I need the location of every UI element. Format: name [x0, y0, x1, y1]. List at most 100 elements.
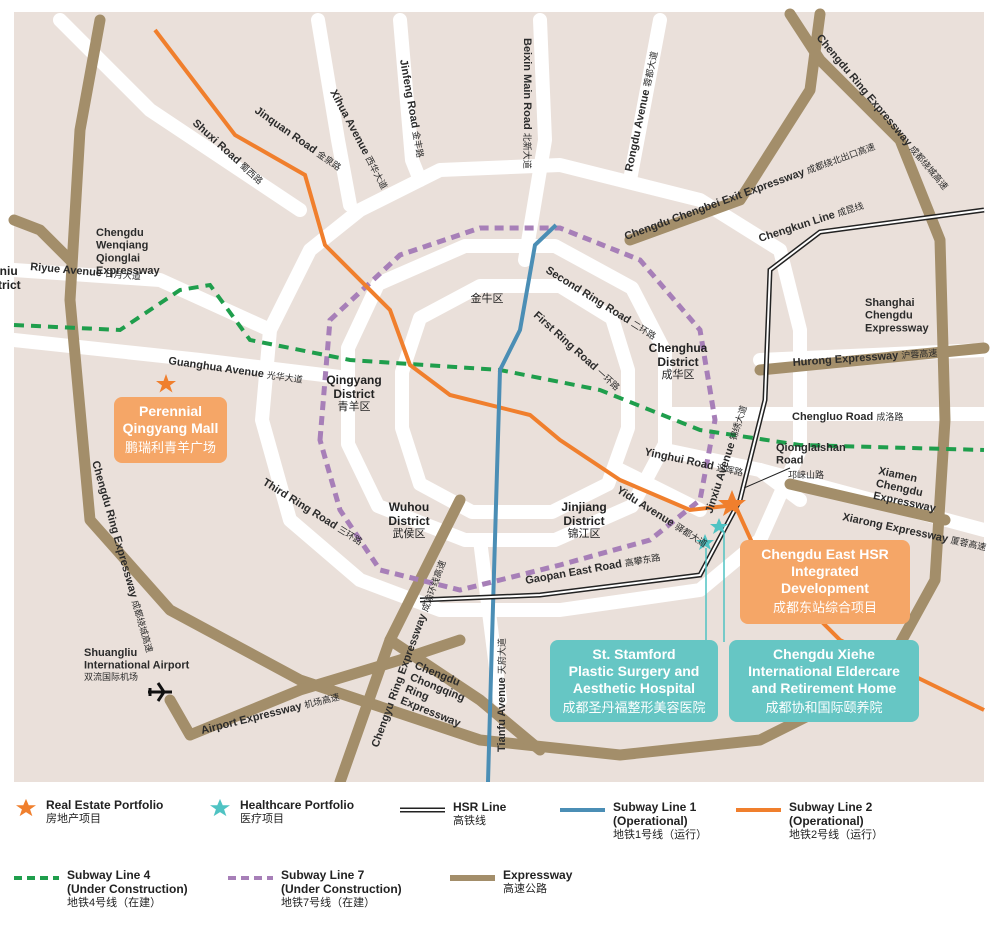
riyue-avenue	[7, 263, 277, 337]
rongdu-avenue	[623, 13, 667, 187]
jinfeng-road	[393, 13, 427, 187]
legend-hsr-label: HSR Line	[453, 800, 507, 814]
svg-text:Beixin Main Road 北新大道: Beixin Main Road 北新大道	[521, 38, 533, 169]
perennial-marker[interactable]	[156, 374, 176, 393]
legend-subway7-cn: 地铁7号线（在建）	[281, 897, 376, 909]
airport-expressway	[164, 634, 466, 741]
subway-line-1	[486, 223, 558, 782]
perennial-card-title: Perennial Qingyang Mall	[122, 403, 219, 436]
subway-line-4-icon	[14, 876, 59, 880]
south-avenue	[473, 533, 507, 707]
chengdu-ring-expressway	[64, 8, 951, 761]
legend-real-estate-cn: 房地产项目	[46, 813, 101, 825]
healthcare-star-icon	[710, 518, 728, 534]
subway-line-7	[317, 225, 718, 593]
stamford-card-title: St. Stamford Plastic Surgery and Aesthet…	[568, 646, 700, 696]
subway-line-2-icon	[736, 808, 781, 812]
road-qionglaishan-cn: 邛崃山路	[788, 469, 824, 480]
svg-text:Chengluo Road 成洛路: Chengluo Road 成洛路	[792, 411, 903, 423]
legend-subway4-label: Subway Line 4 (Under Construction)	[67, 868, 188, 896]
legend-subway1: Subway Line 1 (Operational)地铁1号线（运行）	[560, 800, 707, 842]
first-ring-road	[395, 279, 635, 519]
legend-subway1-label: Subway Line 1 (Operational)	[613, 800, 697, 828]
district-jinniu-cn: 金牛区	[471, 291, 504, 305]
xiamen-chengdu-expressway	[784, 478, 951, 526]
expressways	[8, 8, 990, 782]
district-wuhou-cn: 武侯区	[393, 526, 426, 540]
yidu-avenue	[613, 463, 707, 517]
legend-subway2-label: Subway Line 2 (Operational)	[789, 800, 873, 828]
hsr-line	[419, 207, 985, 603]
legend-subway4-cn: 地铁4号线（在建）	[67, 897, 162, 909]
expressway-icon	[450, 875, 495, 881]
healthcare-star-icon	[210, 798, 230, 817]
healthcare-markers[interactable]	[696, 518, 728, 550]
xiehe-card-cn: 成都协和国际颐养院	[765, 700, 883, 715]
chongqing-ring-expressway	[384, 634, 546, 756]
legend-subway2-cn: 地铁2号线（运行）	[789, 829, 884, 841]
road-beixin-en: Beixin Main Road	[521, 38, 533, 130]
svg-text:JinniuDistrict: JinniuDistrict	[0, 264, 21, 292]
perennial-card-cn: 鹏瑞利青羊广场	[124, 440, 216, 455]
yinghui-road	[658, 443, 767, 477]
hsr-line-icon	[400, 807, 445, 813]
second-ring-road	[341, 239, 672, 547]
legend-healthcare-label: Healthcare Portfolio	[240, 798, 355, 812]
healthcare-star-icon	[696, 534, 714, 550]
stamford-card-cn: 成都圣丹福整形美容医院	[562, 700, 706, 715]
district-jinniu-en: JinniuDistrict	[0, 264, 21, 292]
real-estate-star-icon	[16, 798, 36, 817]
district-jinjiang-cn: 锦江区	[568, 526, 601, 540]
chengbei-exit-expressway	[624, 8, 826, 246]
real-estate-star-icon	[156, 374, 176, 393]
legend-subway1-cn: 地铁1号线（运行）	[613, 829, 708, 841]
airport-cn: 双流国际机场	[84, 671, 138, 682]
subway-line-4	[13, 282, 985, 452]
legend-expressway-label: Expressway	[503, 868, 573, 882]
district-chenghua-cn: 成华区	[662, 367, 695, 381]
real-estate-star-icon	[718, 490, 746, 516]
svg-text:Tianfu Avenue 天府大道: Tianfu Avenue 天府大道	[496, 638, 508, 752]
xiehe-card[interactable]: Chengdu Xiehe International Eldercare an…	[729, 640, 919, 722]
hsr-marker[interactable]	[718, 490, 746, 516]
legend-real-estate-label: Real Estate Portfolio	[46, 798, 164, 812]
road-chengluo-en: Chengluo Road	[792, 411, 873, 423]
hurong-expressway	[754, 342, 990, 376]
airplane-icon	[148, 682, 172, 702]
legend-healthcare-cn: 医疗项目	[240, 813, 284, 825]
road-tianfu-en: Tianfu Avenue	[496, 677, 508, 752]
perennial-card[interactable]: Perennial Qingyang Mall 鹏瑞利青羊广场	[114, 397, 227, 463]
legend-subway7-label: Subway Line 7 (Under Construction)	[281, 868, 402, 896]
qionglaishan-pointer	[743, 467, 791, 489]
legend-subway2: Subway Line 2 (Operational)地铁2号线（运行）	[736, 800, 883, 842]
legend-expressway-cn: 高速公路	[503, 883, 547, 895]
hsr-card[interactable]: Chengdu East HSR Integrated Development …	[740, 540, 910, 624]
legend-hsr-cn: 高铁线	[453, 815, 486, 827]
hsr-card-title: Chengdu East HSR Integrated Development	[761, 546, 889, 596]
wenqiang-expressway	[8, 214, 76, 266]
xihua-avenue	[311, 13, 357, 212]
legend-subway7: Subway Line 7 (Under Construction)地铁7号线（…	[228, 868, 402, 910]
xiehe-card-title: Chengdu Xiehe International Eldercare an…	[748, 646, 900, 696]
stamford-card[interactable]: St. Stamford Plastic Surgery and Aesthet…	[550, 640, 718, 722]
hsr-card-cn: 成都东站综合项目	[772, 600, 877, 615]
legend-subway4: Subway Line 4 (Under Construction)地铁4号线（…	[14, 868, 188, 910]
subway-line-1-icon	[560, 808, 605, 812]
callout-lines	[705, 532, 725, 642]
road-xiamen-en: XiamenChengduExpressway	[872, 465, 943, 515]
